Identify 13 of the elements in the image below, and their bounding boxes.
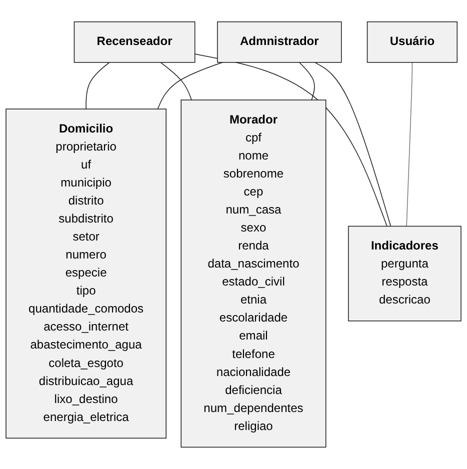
connector [314,62,392,227]
node-box: Indicadores pergunta resposta descricao [348,226,462,322]
connector [406,62,413,227]
connector [86,62,110,110]
connector [157,62,223,110]
connector [160,62,192,100]
node-box: Recenseador [74,21,196,63]
connector [194,54,388,227]
node-box: Domicilio proprietario uf municipio distrito subdistrito setor numero especie tipo quantidade_comodos acesso_internet abastecimento_agua coleta_esgoto distribuicao_agua lixo_destino energia_eletrica [6,108,166,439]
node-box: Morador cpf nome sobrenome cep num_casa sexo renda data_nascimento estado_civil etnia escolaridade email telefone nacionalidade deficiencia num_dependentes religiao [180,100,326,448]
node-box: Admnistrador [217,21,342,63]
node-box: Usuário [366,21,458,63]
connector [298,62,315,100]
